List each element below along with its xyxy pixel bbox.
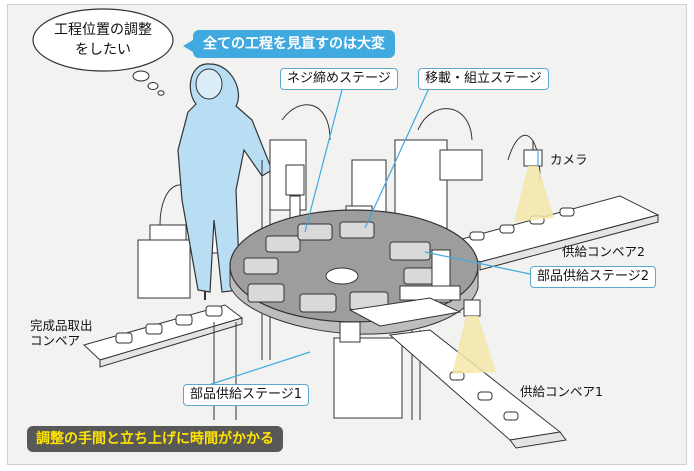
worker-figure (177, 63, 273, 293)
thought-bubble (32, 8, 174, 96)
workload-callout: 全ての工程を見直すのは大変 (183, 30, 395, 58)
transfer-stage-label: 移載・組立ステージ (418, 68, 549, 90)
camera-upper (514, 140, 554, 222)
supply-conveyor-1-label: 供給コンベア1 (520, 384, 603, 399)
camera-lower (452, 299, 496, 374)
rotary-index-table (229, 209, 479, 335)
thought-line-1: 工程位置の調整 (54, 22, 152, 38)
supply-conveyor-2 (438, 195, 660, 271)
screw-fastening-unit (269, 139, 307, 225)
parts-supply-stage-1-unit (333, 297, 462, 420)
supply-conveyor-2-label: 供給コンベア2 (562, 244, 645, 259)
parts-supply-stage-2-label: 部品供給ステージ2 (530, 266, 657, 288)
screw-stage-label: ネジ締めステージ (280, 68, 398, 90)
finished-conveyor-label-line-1: 完成品取出 (30, 318, 93, 333)
thought-bubble-text: 工程位置の調整 をしたい (34, 8, 172, 60)
finished-product-conveyor (83, 304, 244, 420)
finished-conveyor-label-line-2: コンベア (30, 333, 81, 348)
supply-conveyor-1 (388, 329, 567, 449)
camera-label: カメラ (550, 152, 588, 167)
setup-time-callout: 調整の手間と立ち上げに時間がかかる (27, 426, 283, 452)
parts-supply-stage-1-label: 部品供給ステージ1 (183, 384, 310, 406)
thought-line-2: をしたい (75, 42, 131, 58)
